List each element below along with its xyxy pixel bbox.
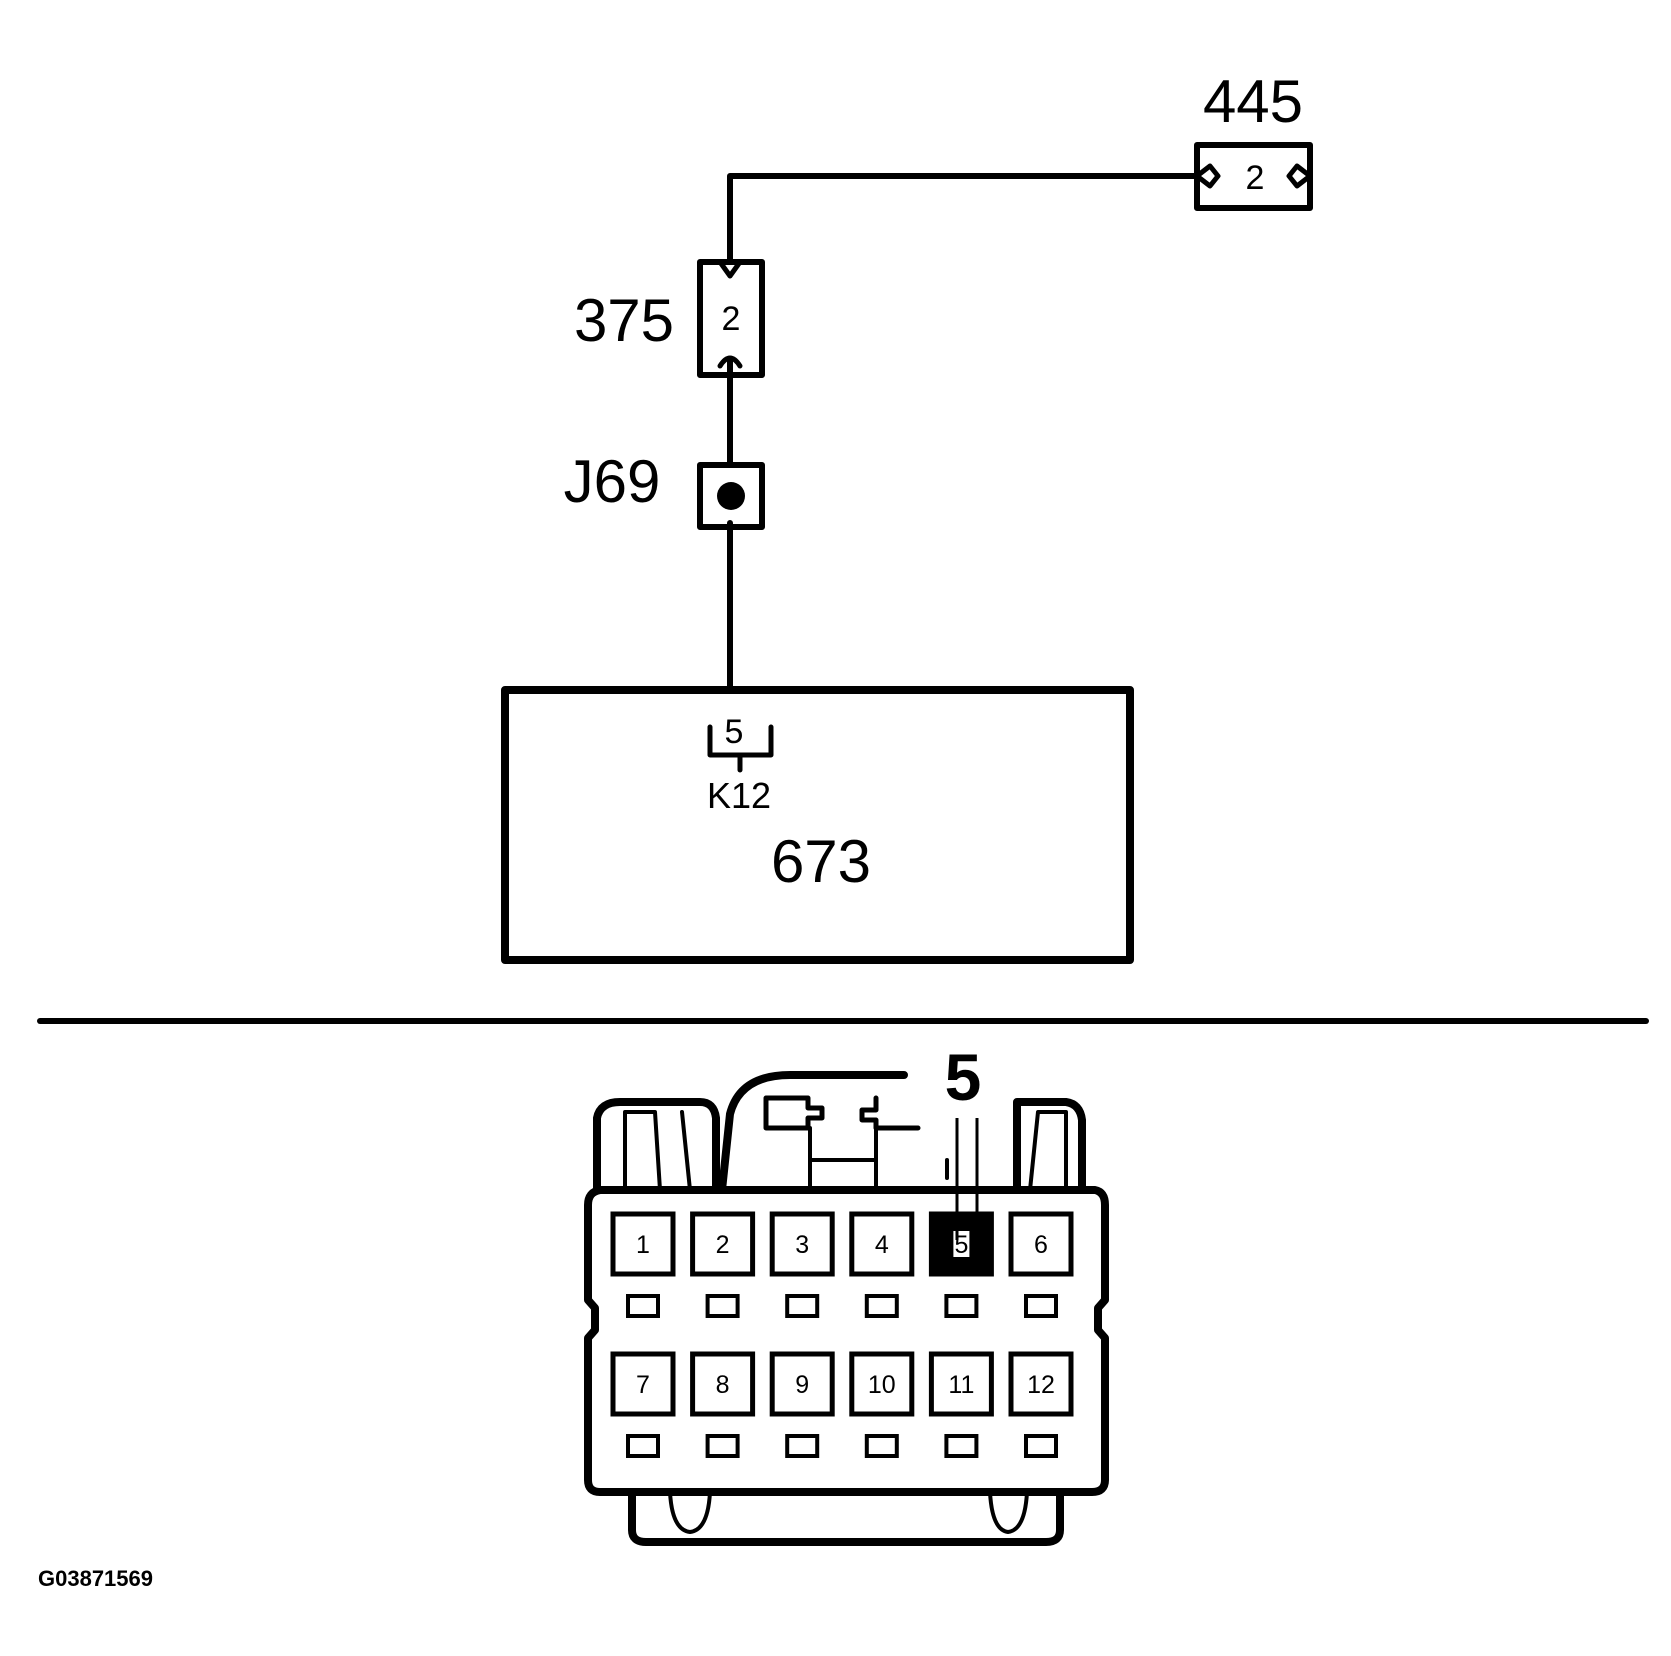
connector-face	[584, 1071, 1109, 1546]
label-j69: J69	[564, 448, 661, 515]
label-673: 673	[771, 828, 871, 895]
cavity-label-6: 6	[1034, 1231, 1048, 1259]
terminal-lock-icon	[864, 1434, 899, 1458]
cavity-label-3: 3	[795, 1231, 809, 1259]
module-673	[501, 686, 1134, 964]
terminal-lock-icon	[785, 1434, 820, 1458]
terminal-lock-icon	[864, 1294, 899, 1318]
cavity-4	[849, 1211, 915, 1277]
terminal-bottom-icon	[717, 355, 743, 369]
cavity-label-4: 4	[875, 1231, 889, 1259]
figure-code: G03871569	[38, 1566, 153, 1591]
pin-673: 5	[725, 713, 744, 751]
cavity-label-7: 7	[636, 1371, 650, 1399]
cavity-7	[610, 1351, 676, 1417]
terminal-lock-icon	[626, 1294, 660, 1318]
schematic	[501, 142, 1313, 964]
terminal-lock-icon	[785, 1294, 820, 1318]
label-375: 375	[574, 287, 674, 354]
terminal-lock-icon	[705, 1294, 740, 1318]
latch-slot-left-icon	[668, 1490, 712, 1534]
terminal-right-icon	[1286, 163, 1313, 189]
cavity-label-9: 9	[795, 1371, 809, 1399]
pin-375: 2	[722, 300, 741, 338]
cavity-11	[928, 1351, 994, 1417]
terminal-lock-icon	[626, 1434, 660, 1458]
terminal-lock-icon	[944, 1434, 979, 1458]
pin-callout	[955, 1118, 979, 1240]
cavity-3	[769, 1211, 835, 1277]
connector-445	[1194, 142, 1313, 211]
terminal-lock-icon	[705, 1434, 740, 1458]
cavity-1	[610, 1211, 676, 1277]
terminal-lock-icon	[1024, 1294, 1058, 1318]
terminal-lock-icon	[944, 1294, 979, 1318]
cavity-label-10: 10	[868, 1371, 896, 1399]
cavity-label-11: 11	[948, 1371, 974, 1399]
cavity-10	[849, 1351, 915, 1417]
pin-445: 2	[1246, 159, 1265, 197]
wire	[727, 173, 1200, 265]
latch-slot-right-icon	[988, 1490, 1029, 1534]
cavity-2	[690, 1211, 756, 1277]
connector-375	[697, 259, 765, 378]
cavity-label-2: 2	[716, 1231, 730, 1259]
terminal-lock-icon	[1024, 1434, 1058, 1458]
cavity-label-12: 12	[1027, 1371, 1055, 1399]
center-latch	[718, 1071, 908, 1194]
ear-right	[1013, 1098, 1086, 1194]
terminal-top-icon	[717, 259, 743, 279]
cavity-label-1: 1	[636, 1231, 650, 1259]
cavity-12	[1008, 1351, 1074, 1417]
cavity-6	[1008, 1211, 1074, 1277]
splice-dot-icon	[717, 482, 745, 510]
cavity-8	[690, 1351, 756, 1417]
cavity-label-8: 8	[716, 1371, 730, 1399]
label-445: 445	[1203, 68, 1303, 135]
callout-label: 5	[945, 1040, 982, 1114]
connector-housing	[584, 1186, 1109, 1496]
cavity-9	[769, 1351, 835, 1417]
terminal-left-icon	[1194, 163, 1221, 189]
splice-j69	[697, 462, 765, 530]
connector-k12: K12	[707, 775, 771, 816]
ear-left	[593, 1098, 720, 1194]
connector-skirt	[628, 1488, 1064, 1546]
